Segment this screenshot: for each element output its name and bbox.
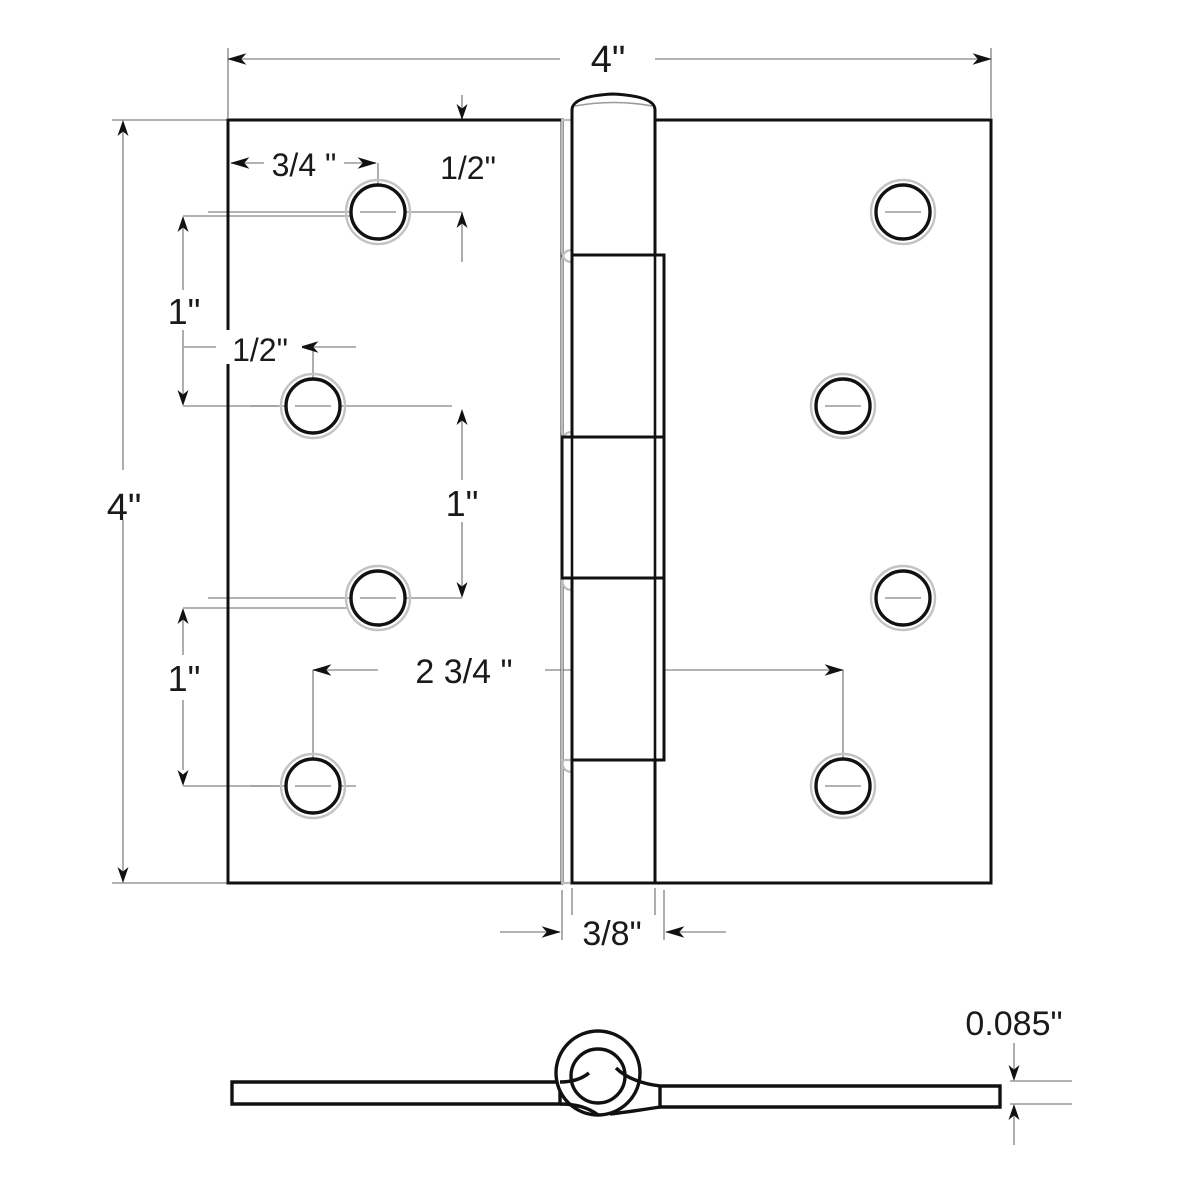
- knuckle-seam-lines: [570, 120, 657, 883]
- dim-label-row1-row2-pitch: 1": [168, 291, 201, 332]
- arrow-1in-c-bottom: [177, 770, 189, 786]
- dim-label-knuckle-width: 3/8": [582, 915, 641, 953]
- dim-label-hole-span: 2 3/4 ": [415, 653, 512, 691]
- knuckle-seg-2: [570, 253, 666, 439]
- arrow-half-top: [456, 104, 468, 120]
- arrow-half-bottom: [456, 212, 468, 228]
- arrow-1in-a-bottom: [177, 390, 189, 406]
- side-view-curl-right-top: [614, 1066, 661, 1088]
- side-view-curl-left-top: [559, 1071, 591, 1084]
- side-view-right-leaf: [658, 1084, 1002, 1109]
- side-view-left-leaf: [230, 1080, 562, 1106]
- side-view-curl-right-bottom: [609, 1105, 661, 1116]
- arrow-thick-bottom: [1008, 1104, 1020, 1120]
- dim-label-row3-row4-pitch: 1": [168, 658, 201, 699]
- arrow-1in-c-top: [177, 608, 189, 624]
- arrow-height-top: [117, 120, 129, 136]
- arrow-1in-a-top: [177, 216, 189, 232]
- hinge-pin-cap: [570, 92, 657, 122]
- knuckle-seg-4: [570, 576, 666, 762]
- dim-label-hole-x-offset-2: 1/2": [232, 332, 288, 368]
- dim-label-overall-width: 4": [591, 39, 626, 81]
- arrow-1in-b-bottom: [456, 582, 468, 598]
- knuckle-front-segments: [560, 118, 666, 885]
- dim-label-overall-height: 4": [107, 487, 142, 529]
- knuckle-seg-top: [570, 118, 657, 257]
- arrow-thick-top: [1008, 1065, 1020, 1081]
- dim-label-hole-x-offset: 3/4 ": [272, 147, 337, 183]
- dim-label-hole-y-top: 1/2": [440, 150, 496, 186]
- knuckle-seg-3: [560, 435, 666, 580]
- hole-center-ticks: [295, 211, 921, 787]
- arrow-height-bottom: [117, 867, 129, 883]
- side-view-group: [230, 1029, 1002, 1117]
- side-view-curl-left-bottom: [559, 1102, 600, 1117]
- dim-label-row2-row3-pitch: 1": [446, 483, 479, 524]
- arrow-1in-b-top: [456, 409, 468, 425]
- side-view-pin: [569, 1047, 627, 1105]
- dimension-text-group: 4" 4" 3/4 " 1/2" 1" 1/2" 1" 1" 2 3/4 " 3…: [107, 39, 1063, 1043]
- knuckle-seg-bottom: [570, 758, 657, 885]
- dim-label-plate-thickness: 0.085": [965, 1005, 1062, 1043]
